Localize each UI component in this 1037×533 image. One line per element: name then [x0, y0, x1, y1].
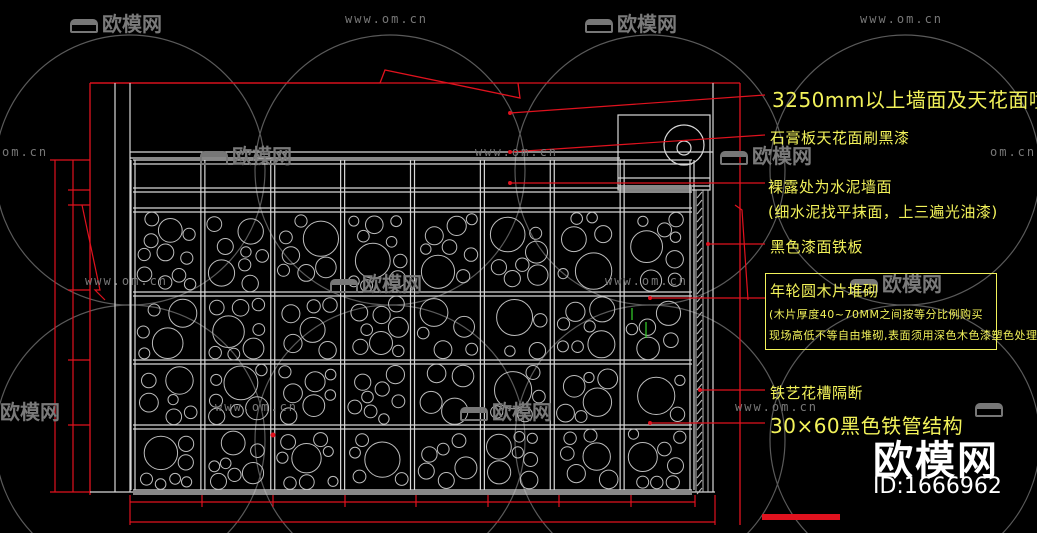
watermark-logo: 欧模网: [585, 8, 677, 37]
annotation-cement-wall: 裸露处为水泥墙面: [768, 178, 893, 196]
watermark-url-partial: om.cn: [2, 145, 49, 159]
watermark-url: www.om.cn: [860, 12, 944, 26]
iron-grid: [130, 159, 695, 495]
sofa-logo-icon: [585, 18, 613, 33]
watermark-url: om.cn: [990, 145, 1037, 159]
watermark-url: www.om.cn: [605, 274, 689, 288]
red-outer-frame: [89, 69, 741, 525]
steel-plate-hatch: [695, 190, 709, 495]
green-marker: [631, 308, 647, 338]
annotation-black-steel-plate: 黑色漆面铁板: [770, 238, 864, 256]
watermark-logo: 欧模网: [0, 400, 60, 424]
watermark-url: www.om.cn: [85, 274, 169, 288]
wall-lines: [90, 83, 715, 493]
watermark-url: www.om.cn: [345, 12, 429, 26]
bottom-dimensions: [129, 495, 716, 525]
sofa-logo-icon: [720, 150, 748, 165]
watermark-logo: 欧模网: [200, 140, 292, 169]
annotation-cement-wall-detail: (细水泥找平抹面，上三遍光油漆): [768, 203, 998, 221]
annotation-iron-planter-partition: 铁艺花槽隔断: [770, 384, 864, 402]
annotation-gypsum-ceiling: 石膏板天花面刷黑漆: [770, 129, 910, 147]
watermark-logo: 欧模网: [70, 8, 162, 37]
watermark-url: www.om.cn: [735, 400, 819, 414]
annotation-wood-slices-line1: (木片厚度40~70MM之间按等分比例购买: [769, 308, 983, 321]
watermark-logo: [975, 396, 1007, 420]
watermark-logo: 欧模网: [330, 268, 422, 297]
sofa-logo-icon: [200, 150, 228, 165]
watermark-logo: 欧模网: [460, 396, 552, 425]
watermark-url: www.om.cn: [215, 400, 299, 414]
watermark-url: www.om.cn: [475, 145, 559, 159]
sofa-logo-icon: [850, 278, 878, 293]
sofa-logo-icon: [70, 18, 98, 33]
leader-lines: [509, 94, 766, 424]
wood-slice-circles: [136, 211, 687, 491]
annotation-ceiling-paint: 3250mm以上墙面及天花面喷黑漆: [772, 88, 1037, 112]
annotation-wood-slices-line2: 现场高低不等自由堆砌,表面须用深色木色漆塑色处理): [769, 329, 1037, 342]
brand-id: ID:1666962: [873, 474, 1002, 499]
scale-bar: [762, 514, 840, 520]
annotation-wood-slices-title: 年轮圆木片堆砌: [770, 282, 879, 300]
leader-dots: [270, 111, 710, 438]
watermark-logo: 欧模网: [850, 268, 942, 297]
annotation-box-wood-slices: [765, 273, 997, 350]
left-dimensions: [50, 159, 106, 493]
watermark-logo: 欧模网: [720, 140, 812, 169]
sofa-logo-icon: [975, 402, 1003, 417]
sofa-logo-icon: [330, 278, 358, 293]
brand-logo-text: 欧模网: [873, 438, 999, 484]
sofa-logo-icon: [460, 406, 488, 421]
annotation-black-iron-pipe: 30×60黑色铁管结构: [770, 414, 964, 438]
